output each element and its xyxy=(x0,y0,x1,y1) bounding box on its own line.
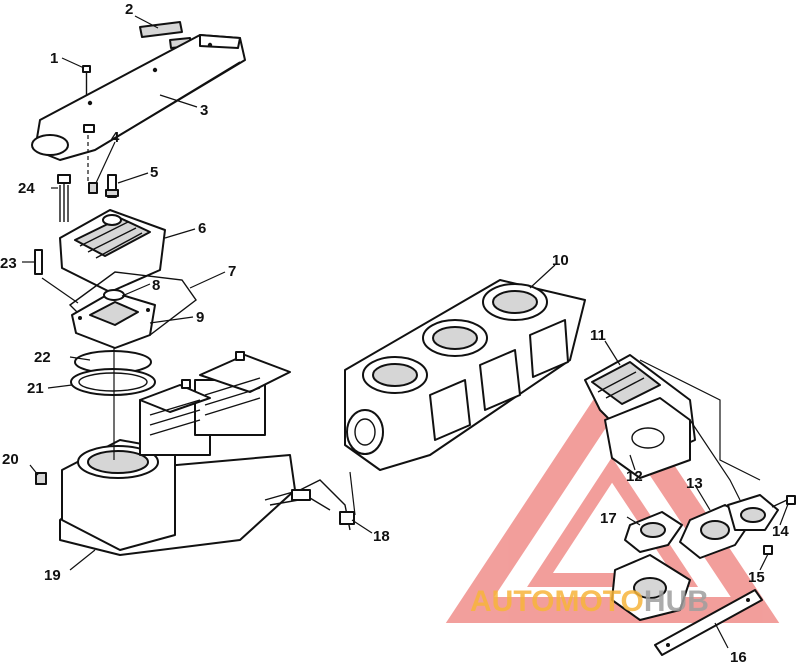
callout-15: 15 xyxy=(748,569,765,586)
callout-6: 6 xyxy=(198,220,206,237)
callout-20: 20 xyxy=(2,451,19,468)
callout-22: 22 xyxy=(34,349,51,366)
callout-23: 23 xyxy=(0,255,17,272)
callout-5: 5 xyxy=(150,164,158,181)
part-16-strap xyxy=(654,589,763,656)
callout-4: 4 xyxy=(111,129,120,146)
part-20-nut xyxy=(35,472,47,485)
callout-14: 14 xyxy=(772,523,789,540)
watermark-logo: AUTOMOTOHUB xyxy=(470,585,709,618)
part-18-bracket xyxy=(264,479,355,531)
part-15-screw xyxy=(763,545,773,555)
part-13-gasket xyxy=(679,494,779,559)
callout-9: 9 xyxy=(196,309,204,326)
part-12-intake-plate xyxy=(604,397,691,479)
part-17-gasket xyxy=(611,511,691,621)
callout-17: 17 xyxy=(600,510,617,527)
svg-text:AUTOMOTOHUB: AUTOMOTOHUB xyxy=(470,585,709,618)
callout-24: 24 xyxy=(18,180,35,197)
callout-13: 13 xyxy=(686,475,703,492)
leader-lines xyxy=(22,15,789,649)
callout-18: 18 xyxy=(373,528,390,545)
callout-11: 11 xyxy=(590,327,606,344)
part-21-o-ring xyxy=(70,368,156,396)
callout-12: 12 xyxy=(626,468,643,485)
callout-16: 16 xyxy=(730,649,747,664)
callout-2: 2 xyxy=(125,1,133,18)
part-24-bolt xyxy=(57,174,71,222)
callout-10: 10 xyxy=(552,252,569,269)
part-23-stud xyxy=(34,249,43,275)
callout-7: 7 xyxy=(228,263,236,280)
callout-1: 1 xyxy=(50,50,58,67)
assembly-lines xyxy=(41,135,761,516)
watermark-text-part1: AUTOMOTO xyxy=(470,585,644,618)
part-5-spark-plug xyxy=(105,174,119,198)
part-9-cylinder-head xyxy=(71,289,156,349)
part-4-washer xyxy=(88,182,98,194)
part-3-exhaust-manifold xyxy=(31,34,246,161)
callout-19: 19 xyxy=(44,567,61,584)
part-14-screw xyxy=(771,495,796,508)
callout-21: 21 xyxy=(27,380,44,397)
part-6-head-cover xyxy=(59,209,166,293)
callout-8: 8 xyxy=(152,277,160,294)
callout-3: 3 xyxy=(200,102,208,119)
part-1-bolt xyxy=(82,65,91,95)
part-19-cylinder-block xyxy=(59,351,296,556)
part-10-crankcase xyxy=(344,279,586,471)
watermark-text-part2: HUB xyxy=(644,585,709,618)
